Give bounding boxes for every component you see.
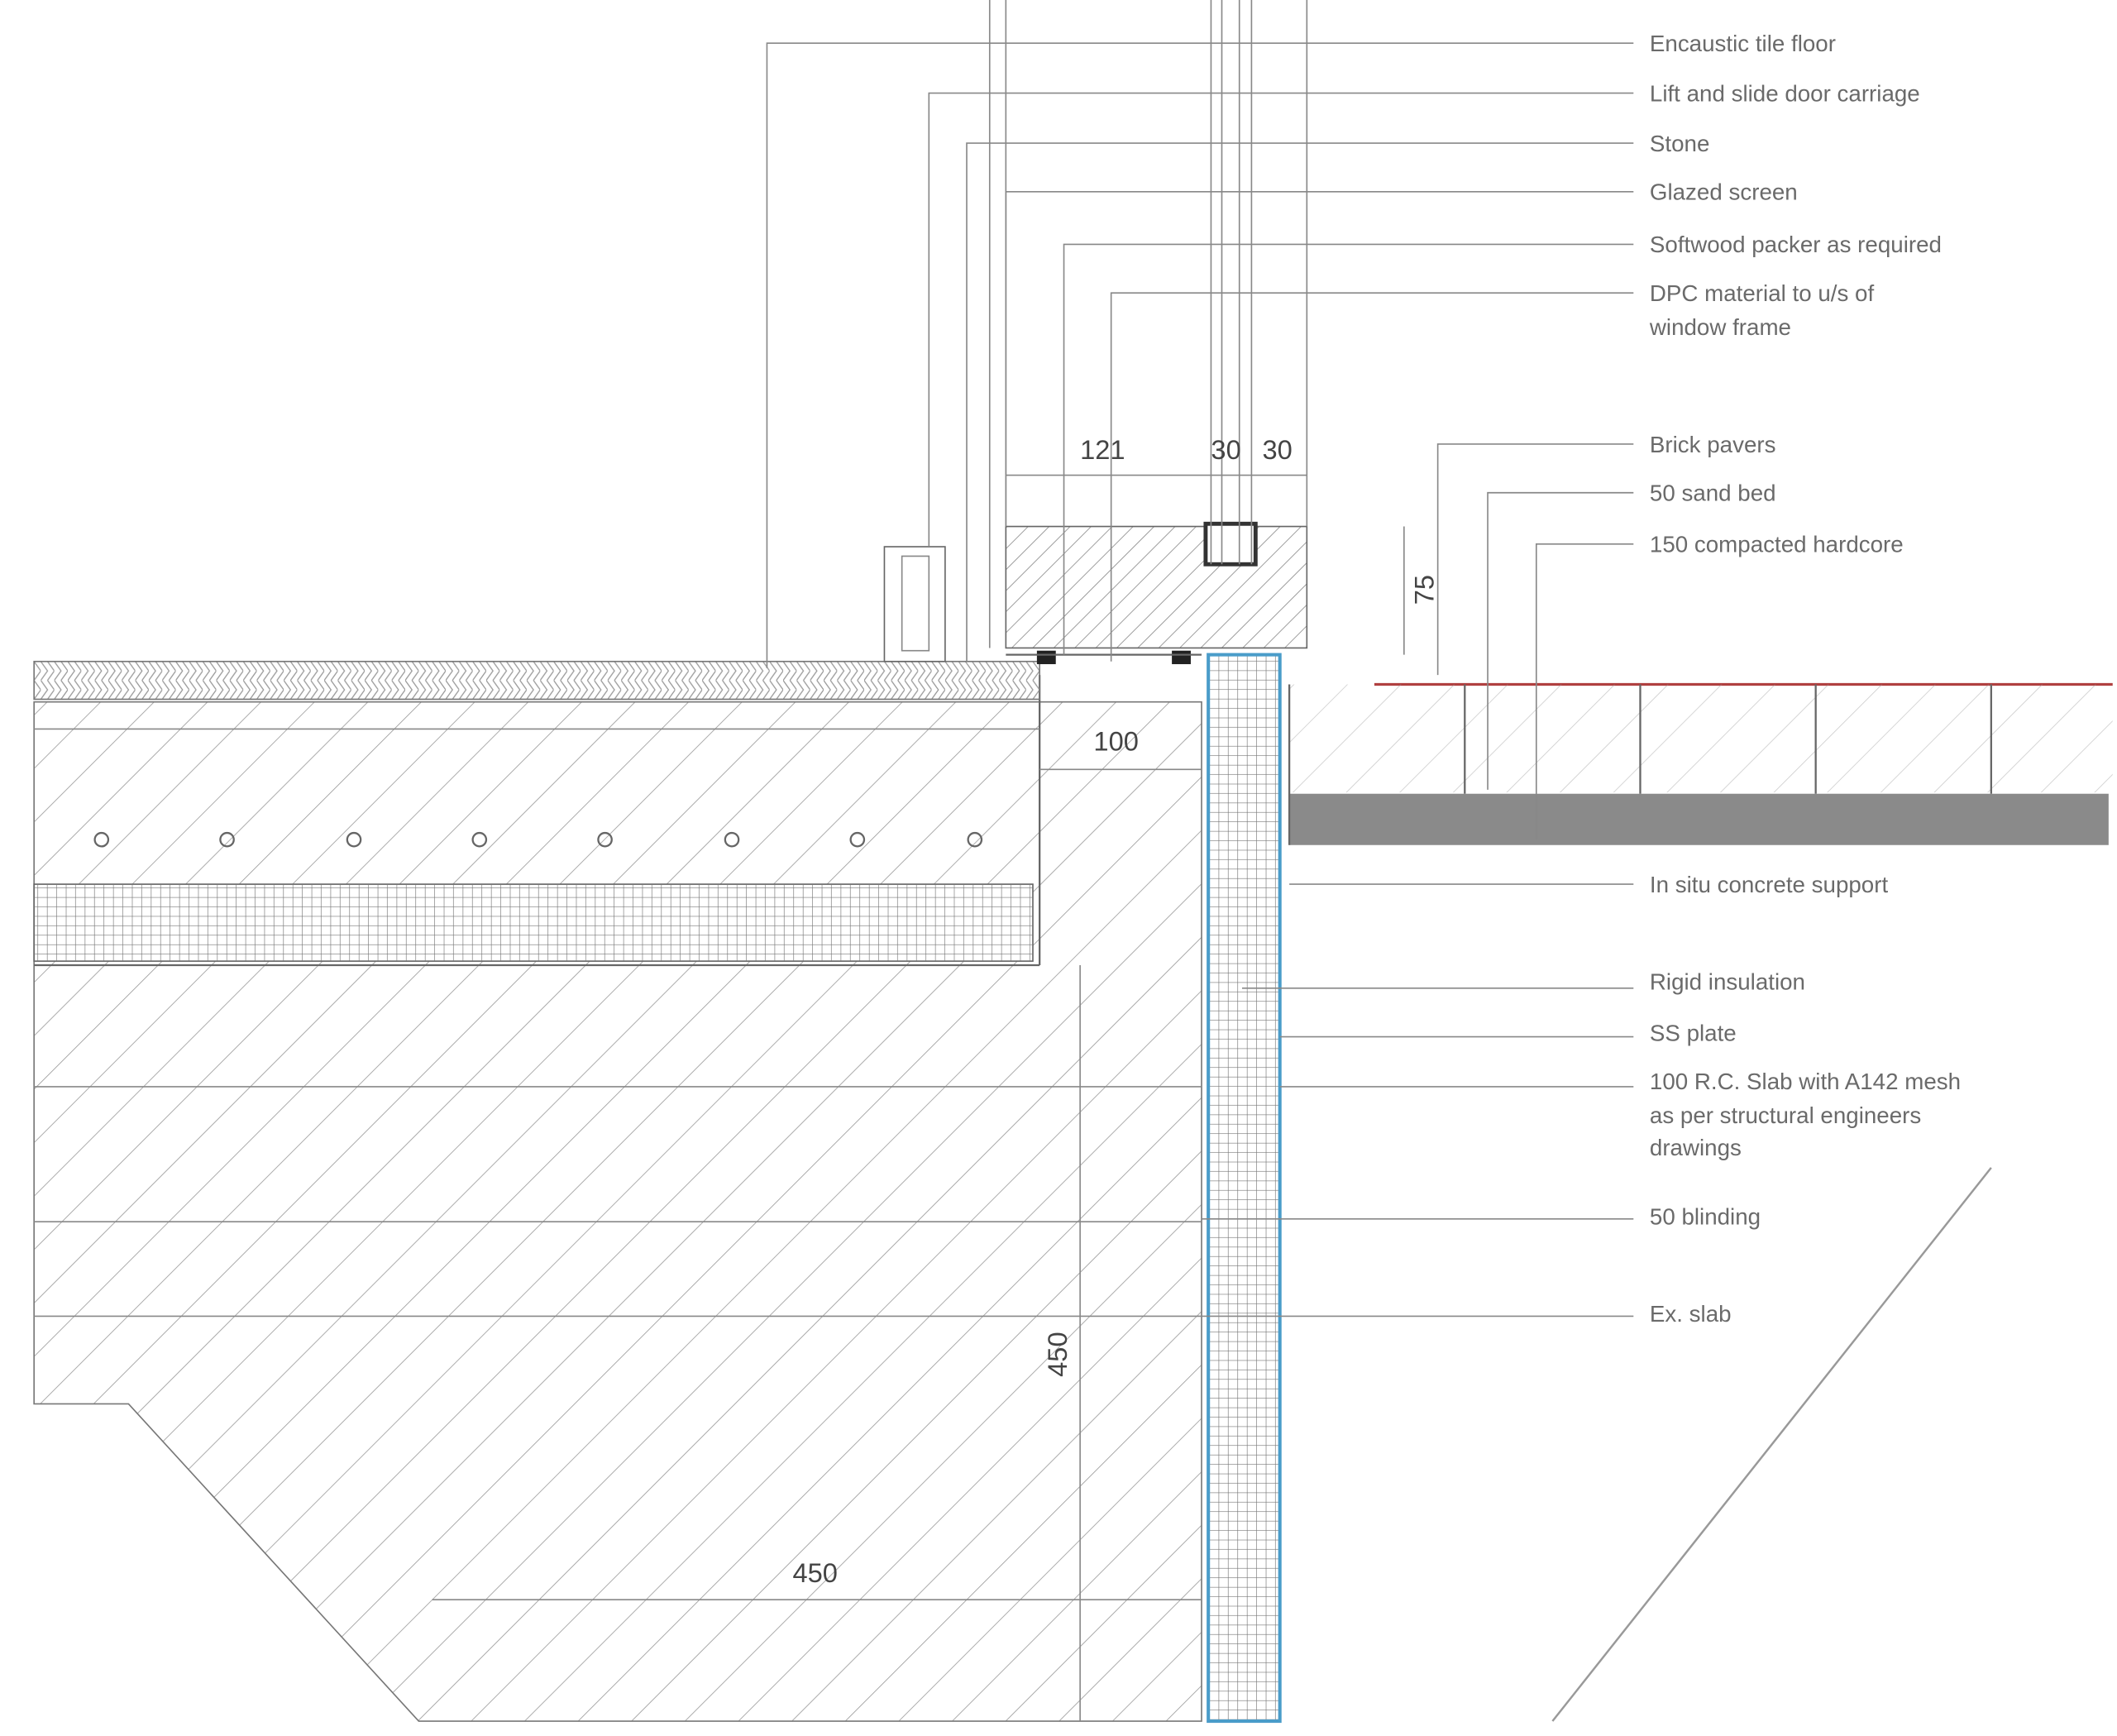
dimension-lines [432,474,1405,1722]
stone-threshold [1005,521,1308,665]
annotation-labels: Encaustic tile floor Lift and slide door… [1649,31,1961,1327]
label-rigid-insulation: Rigid insulation [1650,968,1805,994]
label-dpc-line2: window frame [1649,314,1791,340]
door-carriage [883,546,946,662]
dim-footing-depth: 450 [1042,1332,1073,1376]
label-brick-pavers: Brick pavers [1650,432,1776,457]
label-glazed-screen: Glazed screen [1650,179,1798,205]
dim-step-height: 75 [1409,575,1440,605]
excavation-line [1551,1167,1992,1722]
label-tile-floor: Encaustic tile floor [1650,31,1836,56]
label-blinding: 50 blinding [1650,1203,1761,1229]
leader-lines [766,42,1634,1318]
dim-footing-width: 450 [792,1557,837,1588]
label-stone: Stone [1650,131,1709,156]
external-paving [1288,682,2113,845]
dim-slab-offset: 100 [1093,725,1138,756]
label-rc-slab-line2: as per structural engineers [1650,1102,1921,1128]
label-rc-slab-line3: drawings [1650,1135,1742,1160]
label-ss-plate: SS plate [1650,1020,1737,1045]
label-concrete-support: In situ concrete support [1650,872,1889,897]
label-softwood-packer: Softwood packer as required [1650,232,1942,257]
rigid-insulation [1207,653,1282,1724]
reinforcement-bars [93,831,983,848]
dim-frame-b: 30 [1262,434,1292,465]
label-sand-bed: 50 sand bed [1650,481,1776,506]
floor-finish-layer [33,660,1040,730]
label-hardcore: 150 compacted hardcore [1650,532,1904,557]
dim-frame-a: 30 [1211,434,1240,465]
label-rc-slab-line1: 100 R.C. Slab with A142 mesh [1650,1069,1961,1094]
label-dpc-line1: DPC material to u/s of [1650,280,1875,306]
label-door-carriage: Lift and slide door carriage [1650,80,1920,106]
dim-stone-width: 121 [1080,434,1125,465]
label-ex-slab: Ex. slab [1650,1301,1732,1327]
concrete-footing [33,675,1202,1722]
